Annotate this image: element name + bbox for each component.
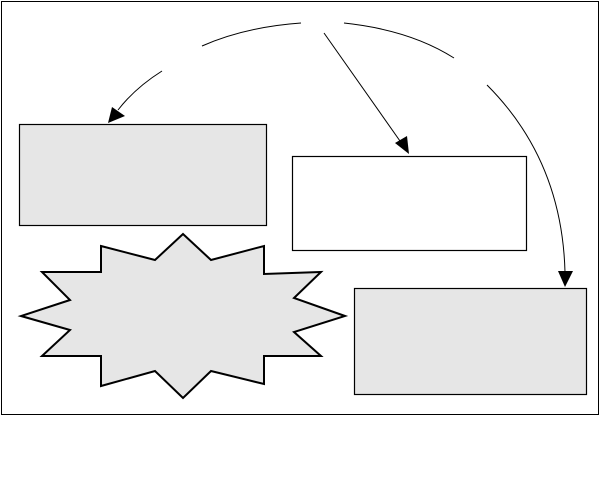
center-arrow-line[interactable] — [323, 32, 401, 142]
left-arc-segment-lower — [117, 70, 163, 111]
right-arc-segment-top — [343, 22, 455, 59]
left-arc-arrow[interactable] — [117, 22, 302, 111]
middle-box[interactable] — [291, 155, 528, 252]
center-arrowhead — [395, 136, 409, 154]
right-arc-arrow[interactable] — [343, 22, 566, 273]
right-arc-segment-lower — [486, 84, 566, 273]
starburst[interactable] — [17, 232, 349, 400]
right-arrowhead — [558, 271, 573, 287]
left-arc-segment-top — [201, 22, 302, 47]
top-left-box[interactable] — [18, 123, 268, 227]
bottom-right-box[interactable] — [353, 287, 588, 396]
left-arrowhead — [108, 107, 125, 123]
